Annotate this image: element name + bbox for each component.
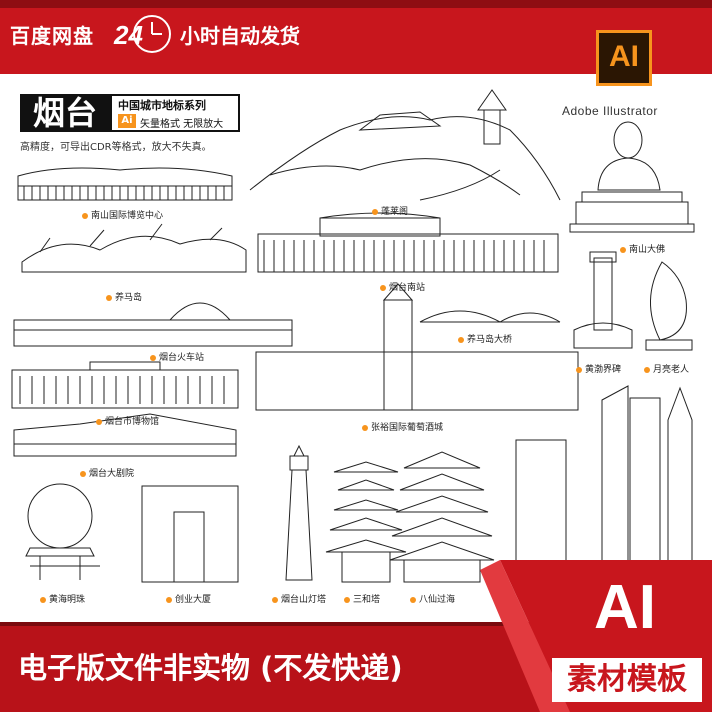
stele-drawing xyxy=(573,251,633,349)
label-train-station: 烟台火车站 xyxy=(150,350,204,363)
south-station-drawing xyxy=(257,212,559,273)
moon-old-man-drawing xyxy=(645,261,693,351)
winery-drawing xyxy=(255,283,579,411)
label-sanhe: 三和塔 xyxy=(344,592,380,605)
series-title: 中国城市地标系列 xyxy=(118,99,206,112)
label-moon-old-man: 月亮老人 xyxy=(644,362,689,375)
ai-logo-badge: AI xyxy=(596,30,652,86)
lighthouse-drawing xyxy=(285,444,313,581)
header-right-text: 小时自动发货 xyxy=(180,24,300,48)
label-stele: 黄渤界碑 xyxy=(576,362,621,375)
template-label: 素材模板 xyxy=(552,658,702,702)
train-station-drawing xyxy=(13,302,293,347)
clock-icon: 24 xyxy=(112,12,172,58)
top-banner xyxy=(0,0,712,74)
penglai-drawing xyxy=(249,89,561,201)
city-title: 烟台 xyxy=(20,94,110,132)
label-buddha: 南山大佛 xyxy=(620,242,665,255)
label-bridge: 养马岛大桥 xyxy=(458,332,512,345)
label-expo: 南山国际博览中心 xyxy=(82,208,163,221)
label-baxian: 八仙过海 xyxy=(410,592,455,605)
label-penglai: 蓬莱阁 xyxy=(372,204,408,217)
ai-tag: Ai xyxy=(118,114,136,128)
format-text: 矢量格式 无限放大 xyxy=(140,119,224,130)
landmark-illustrations xyxy=(11,89,695,583)
chuangye-drawing xyxy=(141,485,239,583)
label-theatre: 烟台大剧院 xyxy=(80,466,134,479)
label-lighthouse: 烟台山灯塔 xyxy=(272,592,326,605)
label-museum: 烟台市博物馆 xyxy=(96,414,159,427)
software-name: Adobe Illustrator xyxy=(562,104,658,118)
theatre-drawing xyxy=(13,413,237,457)
ai-big-text: AI xyxy=(594,573,656,642)
notice-text: 电子版文件非实物 (不发快递) xyxy=(18,651,403,685)
horse-sculpture-drawing xyxy=(21,223,247,273)
museum-drawing xyxy=(11,361,239,409)
baxian-pagoda-drawing xyxy=(389,451,495,583)
label-pearl: 黄海明珠 xyxy=(40,592,85,605)
hours-number: 24 xyxy=(113,20,143,50)
header-left-text: 百度网盘 xyxy=(10,24,94,48)
bridge-drawing xyxy=(419,310,561,323)
expo-center-drawing xyxy=(17,167,233,201)
pearl-drawing xyxy=(25,483,100,580)
buddha-drawing xyxy=(569,121,695,233)
sanhe-pagoda-drawing xyxy=(325,461,407,583)
label-chuangye: 创业大厦 xyxy=(166,592,211,605)
label-yangma-island: 养马岛 xyxy=(106,290,142,303)
label-south-station: 烟台南站 xyxy=(380,280,425,293)
subtitle-text: 高精度，可导出CDR等格式，放大不失真。 xyxy=(20,142,212,153)
label-winery: 张裕国际葡萄酒城 xyxy=(362,420,443,433)
